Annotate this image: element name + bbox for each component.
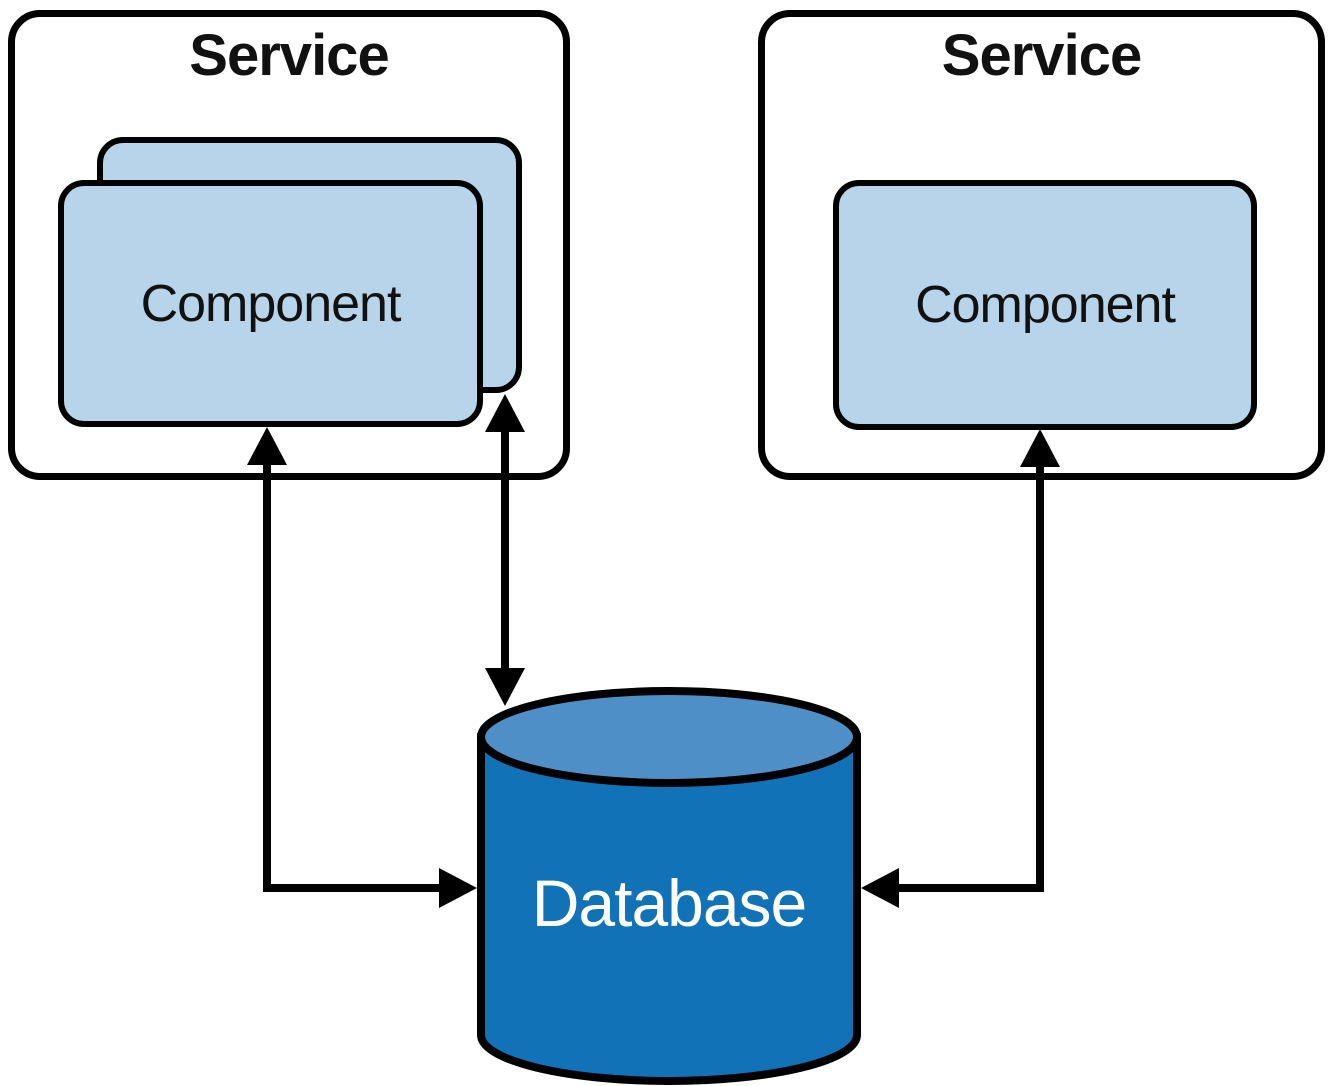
component-card-front: Component: [58, 180, 483, 427]
database-cylinder-top: [477, 687, 861, 787]
arrowhead-down-database-top: [485, 668, 525, 706]
component-label-wrap: Component: [64, 186, 477, 421]
service-title-right: Service: [941, 23, 1142, 88]
database-label: Database: [531, 866, 808, 940]
component-label-left: Component: [140, 274, 402, 333]
arrow-left-component-to-database: [263, 448, 448, 892]
component-label-right: Component: [915, 276, 1176, 334]
component-label-wrap: Component: [839, 186, 1251, 424]
component-card-right: Component: [833, 180, 1257, 430]
service-title-left: Service: [189, 23, 389, 88]
arrow-right-component-to-database: [890, 450, 1044, 892]
